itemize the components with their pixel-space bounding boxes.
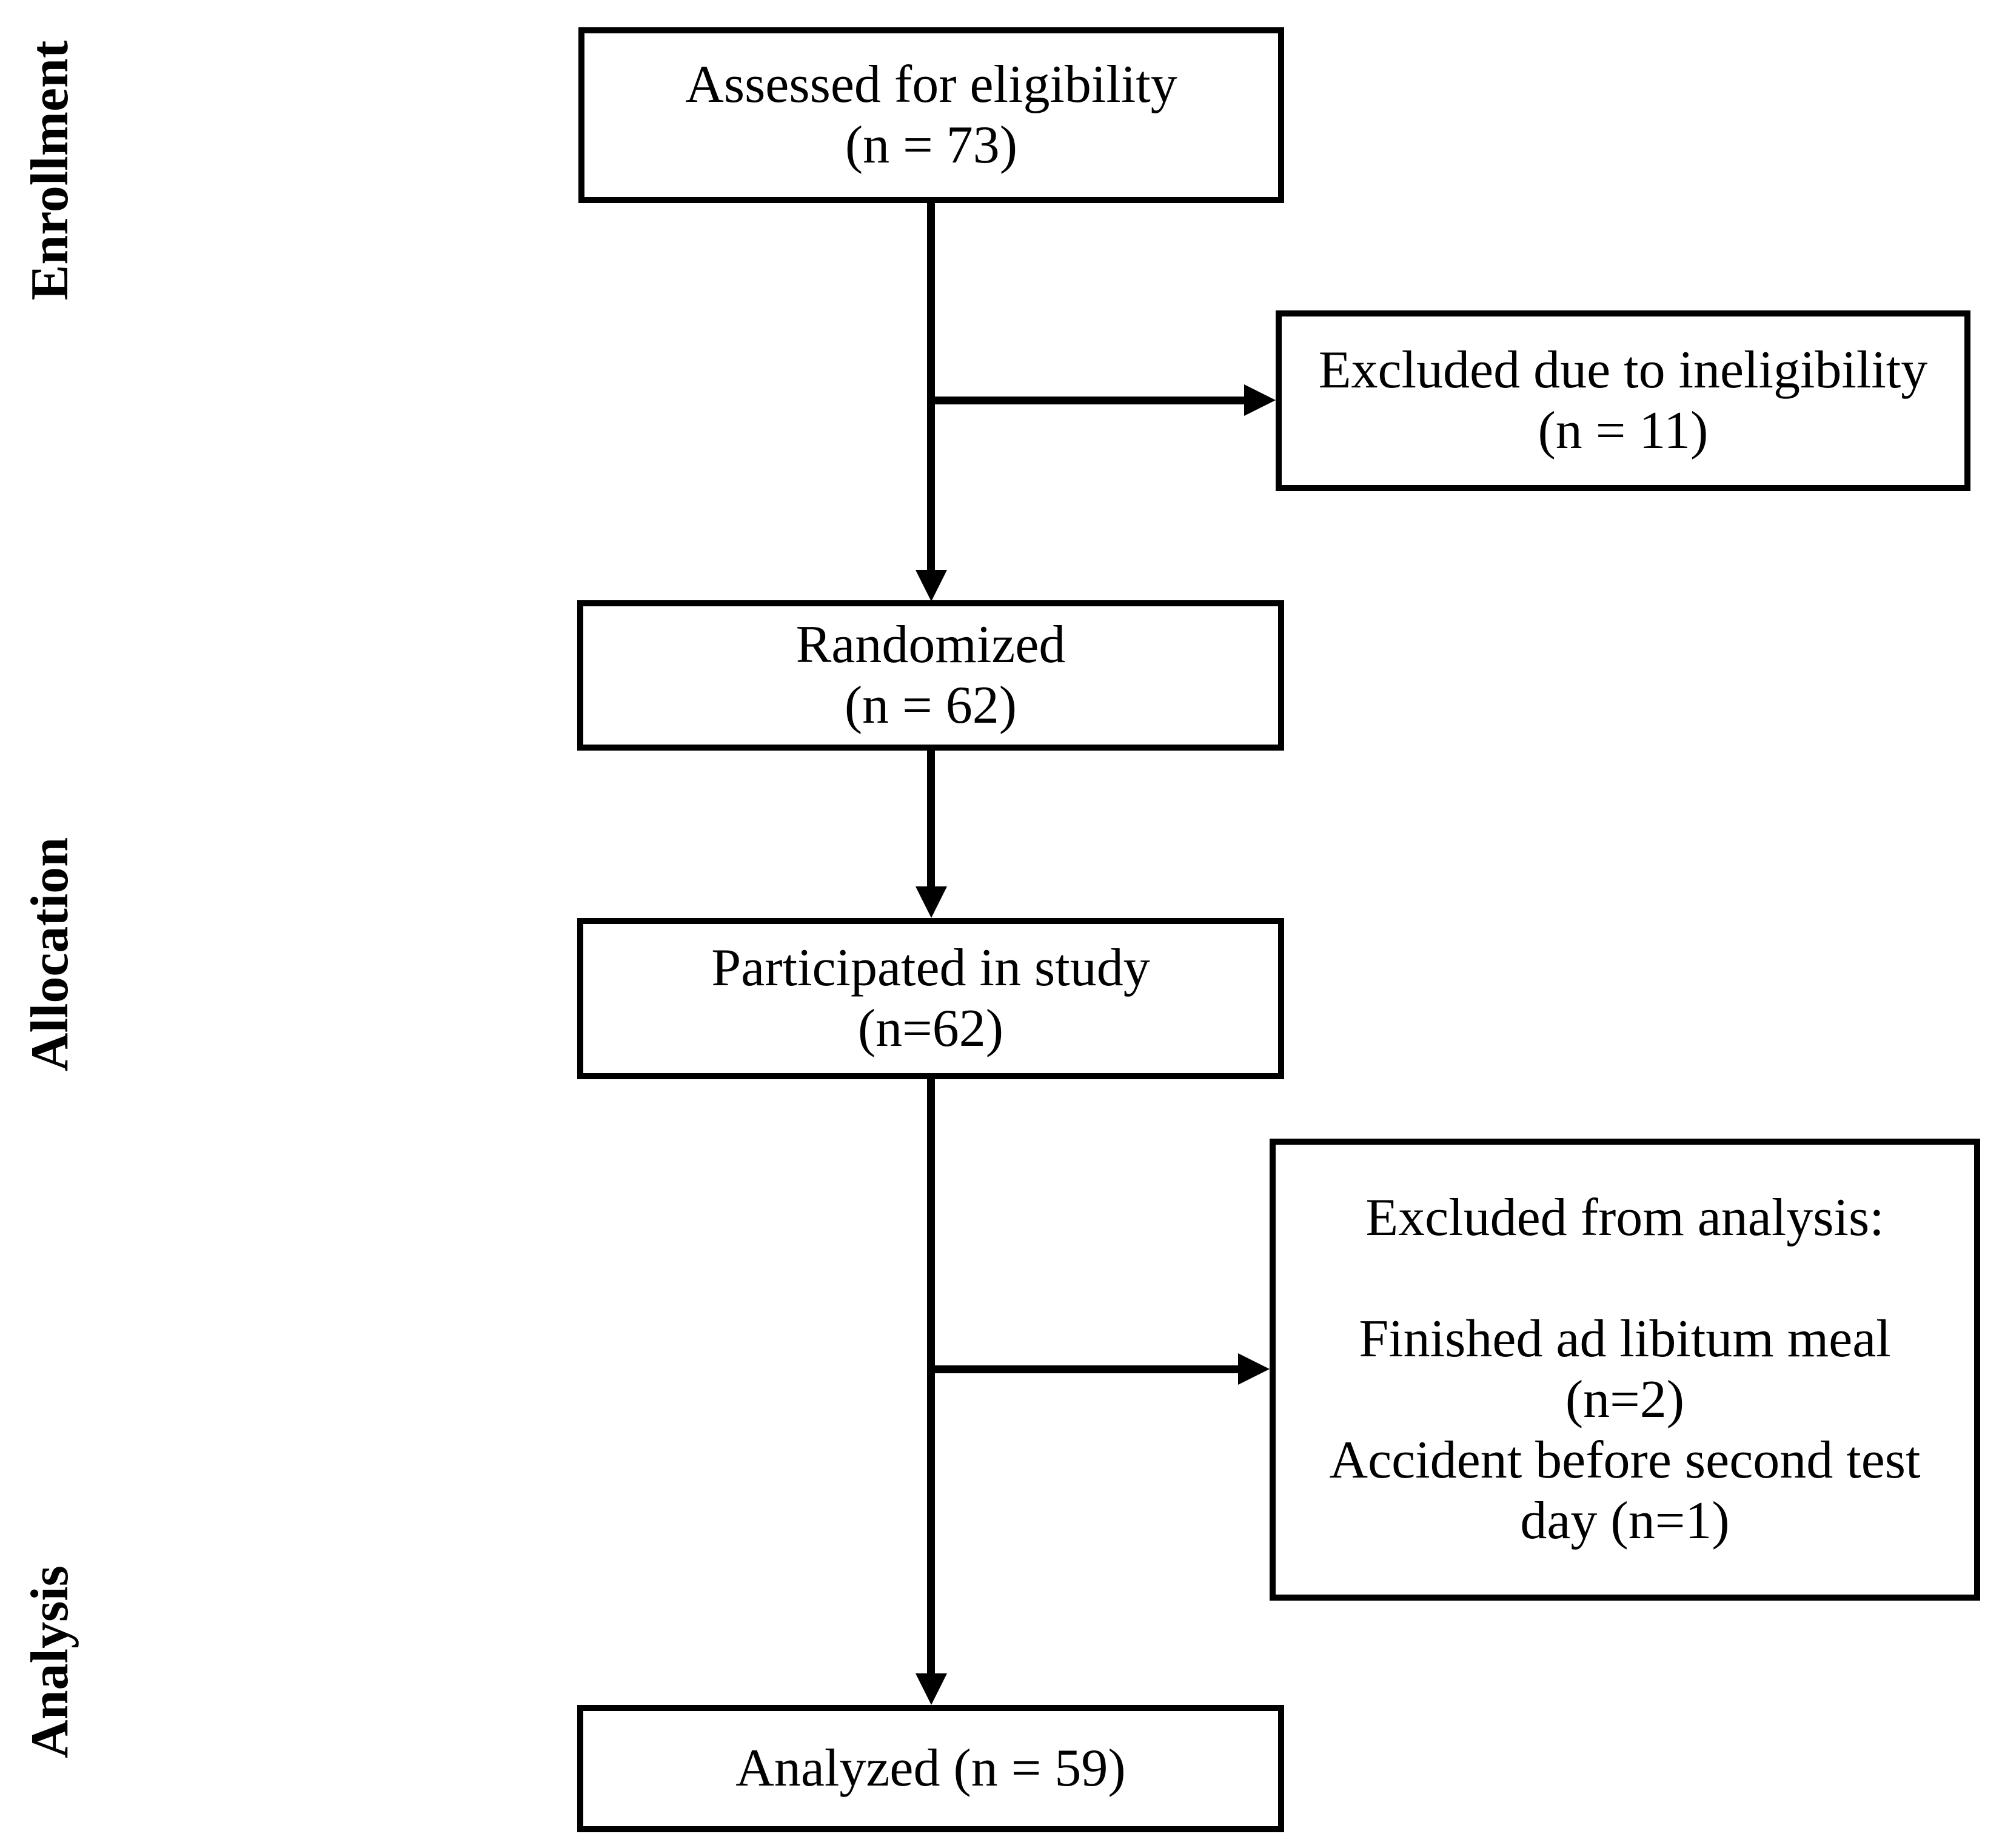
box-excluded-due-to-ineligibility: Excluded due to ineligibility (n = 11) (1276, 310, 1970, 491)
box-excluded-analysis-reason-1-count: (n=2) (1565, 1370, 1685, 1429)
box-assessed-for-eligibility: Assessed for eligibility (n = 73) (578, 27, 1284, 203)
box-excluded-ineligibility-count: (n = 11) (1538, 401, 1709, 460)
box-participated-count: (n=62) (857, 999, 1004, 1058)
box-analyzed: Analyzed (n = 59) (577, 1705, 1284, 1832)
box-excluded-from-analysis: Excluded from analysis: Finished ad libi… (1270, 1139, 1980, 1601)
box-assessed-title: Assessed for eligibility (685, 55, 1177, 114)
box-analyzed-title: Analyzed (n = 59) (735, 1739, 1126, 1798)
box-excluded-analysis-reason-2: Accident before second test day (n=1) (1329, 1431, 1921, 1550)
stage-label-allocation: Allocation (20, 837, 79, 1072)
arrowhead-down-analyzed-icon (916, 1673, 947, 1705)
connector-assessed-to-randomized (927, 203, 935, 571)
stage-label-enrollment: Enrollment (20, 40, 79, 301)
arrowhead-right-excluded-analysis-icon (1238, 1353, 1270, 1385)
connector-randomized-to-participated (927, 751, 935, 888)
box-participated-title: Participated in study (711, 939, 1150, 997)
arrowhead-down-participated-icon (916, 886, 947, 918)
box-randomized: Randomized (n = 62) (577, 600, 1284, 751)
box-excluded-analysis-reason-1: Finished ad libitum meal (1359, 1310, 1891, 1368)
connector-branch-to-excluded-ineligibility (927, 397, 1244, 404)
box-excluded-analysis-title: Excluded from analysis: (1365, 1188, 1884, 1247)
stage-label-analysis: Analysis (20, 1565, 79, 1758)
box-randomized-title: Randomized (795, 615, 1066, 674)
box-assessed-count: (n = 73) (845, 116, 1018, 175)
arrowhead-down-randomized-icon (916, 570, 947, 601)
box-randomized-count: (n = 62) (844, 676, 1017, 735)
connector-participated-to-analyzed (927, 1079, 935, 1675)
connector-branch-to-excluded-analysis (927, 1365, 1238, 1373)
blank-line (1294, 1248, 1956, 1309)
box-excluded-ineligibility-title: Excluded due to ineligibility (1318, 341, 1928, 400)
box-participated-in-study: Participated in study (n=62) (577, 918, 1284, 1079)
arrowhead-right-excluded-ineligibility-icon (1244, 384, 1276, 416)
